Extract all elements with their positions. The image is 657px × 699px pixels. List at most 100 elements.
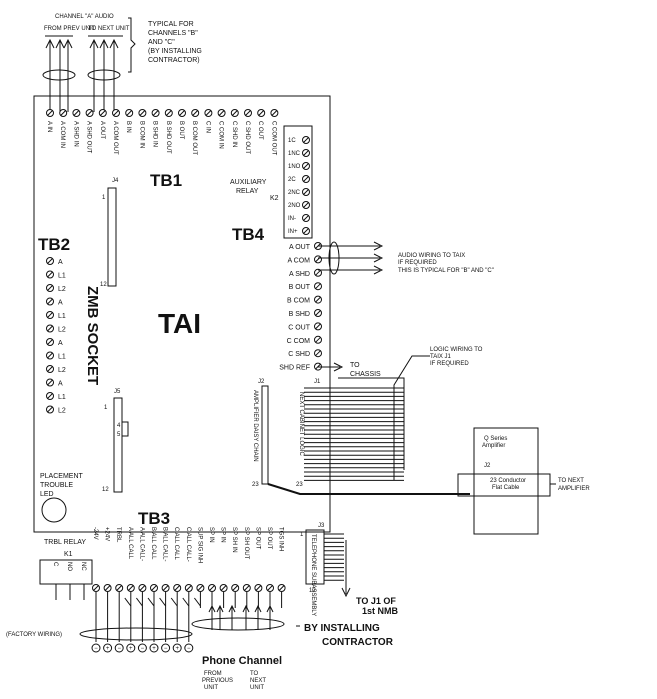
tb4-terminal-screw-slot (315, 310, 321, 316)
tb3-terminal-label: C ALL CALL- (185, 527, 191, 562)
svg-text:(BY INSTALLING: (BY INSTALLING (148, 48, 202, 55)
aux-relay-terminal-screw-slot (303, 150, 309, 156)
tb2-terminal-screw-slot (47, 379, 53, 386)
tb2-terminal-screw-slot (47, 312, 53, 318)
tb1-terminal-label: B SHD OUT (165, 121, 171, 154)
factory-wiring-label: (FACTORY WIRING) (6, 632, 62, 638)
tb3-terminal-screw-slot (197, 585, 204, 591)
placement-1: PLACEMENT (40, 473, 84, 480)
field-terminal-sign: + (152, 646, 156, 652)
tb2-terminal-screw-slot (47, 325, 53, 332)
tb3-terminal-screw-slot (116, 585, 123, 591)
tb3-terminal-screw-slot (220, 585, 227, 591)
tb2-terminal-screw-slot (47, 258, 53, 264)
tb4-terminal-screw-slot (315, 269, 321, 276)
tb2-terminal-label: L1 (58, 313, 66, 320)
tb3-terminal-screw-slot (232, 585, 239, 591)
q-series-amplifier (473, 427, 539, 535)
contact-symbol (159, 597, 167, 607)
j4-pin1: 1 (102, 195, 106, 201)
tb2-terminal-label: A (58, 300, 63, 307)
tb4-terminal-label: B SHD (289, 311, 310, 318)
tb4-terminal-label: SHD REF (279, 365, 310, 372)
aux-relay-terminal-screw-slot (303, 215, 309, 221)
tb4-terminal-screw-slot (315, 296, 321, 303)
q-series-title-1: Q Series (484, 436, 507, 442)
amp-daisy-chain: AMPLIFIER DAISY CHAIN (252, 390, 258, 462)
tb3-terminal-label: TRBL (115, 527, 121, 543)
j5-connector (113, 397, 123, 493)
field-terminal-sign: − (94, 646, 98, 652)
tb4-terminal-label: C OUT (288, 324, 311, 331)
tb3-terminal-label: SP SH OUT (243, 527, 249, 560)
tb1-terminal-screw-slot (126, 110, 133, 116)
tb1-title: TB1 (150, 171, 182, 190)
j4-connector (107, 187, 117, 287)
tb1-terminal-label: B IN (125, 121, 131, 133)
tb3-terminal-label: SP IN (220, 527, 226, 543)
aux-relay-terminal-screw-slot (303, 202, 309, 208)
aux-relay-label-2: RELAY (236, 188, 259, 195)
tb1-terminal-label: A COM IN (59, 121, 65, 148)
svg-text:CONTRACTOR): CONTRACTOR) (148, 57, 200, 64)
tb2-terminal-label: L2 (58, 367, 66, 374)
tb3-terminal-label: C ALL CALL (173, 527, 179, 560)
trbl-relay-terminal-label: C (52, 562, 58, 567)
aux-relay-terminal-label: 2C (288, 177, 296, 183)
to-next-amp-2: AMPLIFIER (558, 486, 590, 492)
tb2-terminal-screw-slot (47, 352, 53, 359)
tb1-terminal-screw-slot (205, 110, 212, 116)
tb2-terminal-label: A (58, 340, 63, 347)
j1-ribbon-cable (304, 387, 404, 481)
tb2-terminal-label: L2 (58, 408, 66, 415)
aux-relay-terminal-label: IN- (288, 216, 296, 222)
j2-connector (261, 385, 269, 485)
tb3-terminal-screw-slot (151, 585, 157, 591)
placement-3: LED (40, 491, 54, 498)
from-prev-3: UNIT (204, 685, 218, 691)
tb3-terminal-screw-slot (185, 585, 192, 591)
tb1-terminal-label: C SHD OUT (244, 121, 250, 154)
tai-board (33, 95, 331, 533)
tb2-terminal-screw-slot (47, 366, 53, 372)
tb1-terminal-screw-slot (86, 110, 93, 116)
tb1-terminal-label: A SHD IN (72, 121, 78, 147)
tb1-terminal-screw-slot (192, 110, 199, 116)
aux-relay-terminal-screw-slot (303, 176, 309, 182)
field-terminal (184, 643, 194, 653)
tb3-terminal-screw-slot (104, 585, 111, 591)
tb1-terminal-label: A IN (46, 121, 52, 132)
tb3-terminal-screw-slot (243, 585, 250, 591)
channel-a-audio-label: CHANNEL "A" AUDIO (55, 14, 114, 20)
to-j1-1: TO J1 OF (356, 596, 396, 606)
trbl-relay-label: TRBL RELAY (44, 539, 86, 546)
field-terminal-sign: − (141, 646, 145, 652)
contact-symbol (135, 597, 143, 607)
audio-note-3: THIS IS TYPICAL FOR "B" AND "C" (398, 268, 494, 274)
tb2-terminal-label: L1 (58, 354, 66, 361)
j5-pin4: 4 (117, 423, 121, 429)
logic-wire-route (393, 355, 430, 480)
to-next-3: UNIT (250, 685, 264, 691)
by-installing-label: BY INSTALLING (304, 623, 380, 634)
to-chassis-1: TO (350, 362, 360, 369)
j2-label: J2 (258, 379, 265, 385)
trbl-relay-box (39, 559, 93, 585)
tb3-terminal-label: SUP SIG INH (196, 527, 202, 563)
tb1-terminal-label: B COM OUT (191, 121, 197, 155)
tb3-terminal-label: TGS INH (278, 527, 284, 551)
field-terminal (137, 643, 147, 653)
aux-relay-ref: K2 (270, 195, 279, 202)
tb2-terminal-label: L1 (58, 273, 66, 280)
tb3-terminal-label: SP IN (208, 527, 214, 543)
phone-wire-arrow (266, 604, 274, 613)
tb1-terminal-screw-slot (165, 110, 172, 116)
trbl-relay-terminal-label: NC (80, 562, 86, 571)
tb2-terminal-screw-slot (47, 406, 53, 413)
tb1-terminal-screw-slot (139, 110, 146, 116)
field-terminal-sign: − (187, 646, 191, 652)
to-j1-arrow (341, 587, 351, 598)
aux-relay-terminal-screw-slot (303, 137, 309, 143)
tb1-terminal-label: A COM OUT (112, 121, 118, 155)
aux-relay-terminal-label: 1NC (288, 151, 301, 157)
